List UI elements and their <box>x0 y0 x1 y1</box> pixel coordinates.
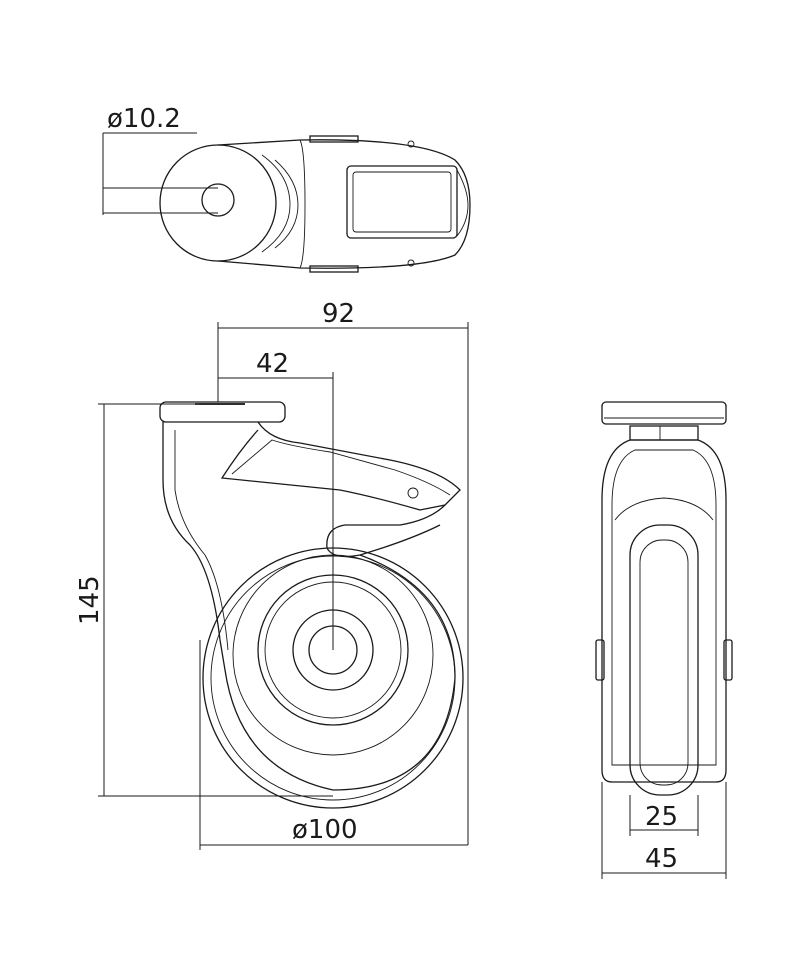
front-view-wheel <box>629 524 699 796</box>
top-view-body-curve <box>261 154 291 253</box>
top-view-body-outline <box>217 139 471 269</box>
side-view-fork-left <box>162 422 226 671</box>
front-view-wheel-tread <box>639 539 689 786</box>
top-view-bottom-tab <box>309 265 359 273</box>
side-view-arm-upper <box>257 421 461 526</box>
front-view-axle-left <box>595 639 605 681</box>
side-view-arm-lower <box>220 429 446 511</box>
top-view-housing-circle <box>159 144 277 262</box>
front-view-fork-inner <box>611 449 717 766</box>
front-view-top-plate <box>601 401 727 425</box>
top-view-pad-window <box>346 165 458 239</box>
top-view-rivet-top <box>407 140 415 148</box>
top-view-pad-end <box>456 169 469 237</box>
top-view-rivet-bottom <box>407 259 415 267</box>
tread-width-label: 25 <box>645 802 678 832</box>
side-view: 92 42 145 ø100 <box>75 299 469 850</box>
front-view-swivel-head <box>629 425 699 441</box>
side-view-rivet <box>407 487 419 499</box>
side-view-arm-inner <box>231 439 451 496</box>
top-view-bolt-hole <box>201 183 235 217</box>
bolt-hole-diameter-label: ø10.2 <box>107 104 181 134</box>
top-view-pad-inner <box>352 171 452 233</box>
front-view-fork-outline <box>601 439 727 783</box>
top-view-body-curve-2 <box>274 159 299 249</box>
swivel-offset-label: 42 <box>256 349 289 379</box>
top-view-top-tab <box>309 135 359 143</box>
front-view-arch <box>614 497 714 521</box>
overall-height-label: 145 <box>75 575 105 625</box>
overall-width-label: 45 <box>645 844 678 874</box>
wheel-diameter-label: ø100 <box>292 815 358 845</box>
side-view-fork-left-inner <box>174 430 229 651</box>
side-view-brake-tongue <box>326 524 441 558</box>
top-view-body-seam <box>299 139 306 269</box>
front-view-axle-right <box>723 639 733 681</box>
top-view: ø10.2 <box>102 104 471 273</box>
side-view-top-plate <box>159 401 286 423</box>
side-view-wheel-guard <box>224 554 456 791</box>
overall-length-label: 92 <box>322 299 355 329</box>
front-view: 25 45 <box>595 401 733 879</box>
